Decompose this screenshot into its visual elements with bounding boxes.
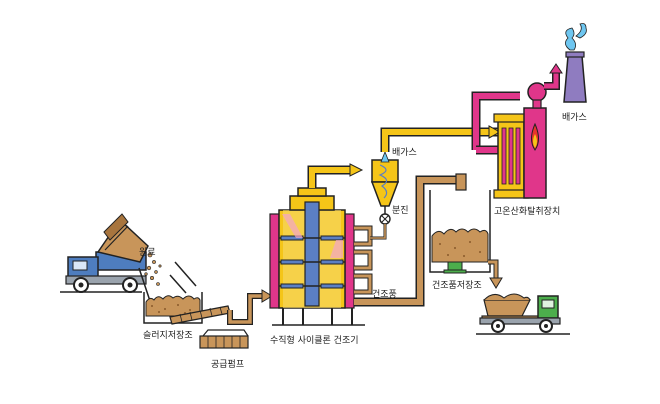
sludge-hopper <box>138 261 197 302</box>
loading-truck <box>479 293 561 333</box>
feed-pipe-outline <box>227 293 262 325</box>
vertical-cyclone-dryer-label: 수직형 사이클론 건조기 <box>270 335 359 346</box>
cyclone-exhaust-arrow-icon <box>380 150 390 163</box>
high-temp-oxidation-deodorizer <box>493 107 547 199</box>
dryer-side-coil <box>354 225 373 295</box>
dust-label: 분진 <box>392 205 409 216</box>
exhaust-duct-2 <box>382 129 498 152</box>
dried-product-storage-label: 건조품저장조 <box>432 280 482 291</box>
supply-pump <box>199 329 249 349</box>
deodorizer-label: 고온산화탈취장치 <box>494 205 560 217</box>
exhaust-stack-label: 배가스 <box>562 112 587 123</box>
dry-air-label: 건조풍 <box>372 289 397 300</box>
discharge-arrow-icon <box>489 277 503 289</box>
stack-arrow-icon <box>549 63 563 74</box>
smoke-icon <box>565 23 587 51</box>
exhaust-stack <box>563 51 587 103</box>
sludge-storage-label: 슬러지저장조 <box>143 330 193 341</box>
feed-pipe <box>228 294 262 324</box>
vertical-cyclone-dryer <box>269 187 365 326</box>
dumping-sludge-particles <box>144 252 162 286</box>
exhaust-duct-1 <box>309 167 352 188</box>
exhaust-arrow-1-icon <box>349 163 364 177</box>
exhaust-gas-upper-label: 배가스 <box>392 147 417 158</box>
supply-pump-label: 공급펌프 <box>211 358 244 370</box>
dry-air-duct-flange <box>455 173 467 191</box>
exhaust-fan <box>527 82 547 109</box>
exhaust-arrow-2-icon <box>488 125 502 139</box>
dust-cyclone-separator <box>370 159 400 240</box>
delivery-truck <box>65 213 149 293</box>
dry-air-duct <box>354 177 458 305</box>
hot-gas-duct <box>473 93 520 150</box>
feed-arrow-icon <box>261 289 273 303</box>
fan-icon <box>527 82 547 102</box>
raw-material-label: 원료 <box>139 247 156 258</box>
dried-product-storage-tank <box>429 190 499 278</box>
